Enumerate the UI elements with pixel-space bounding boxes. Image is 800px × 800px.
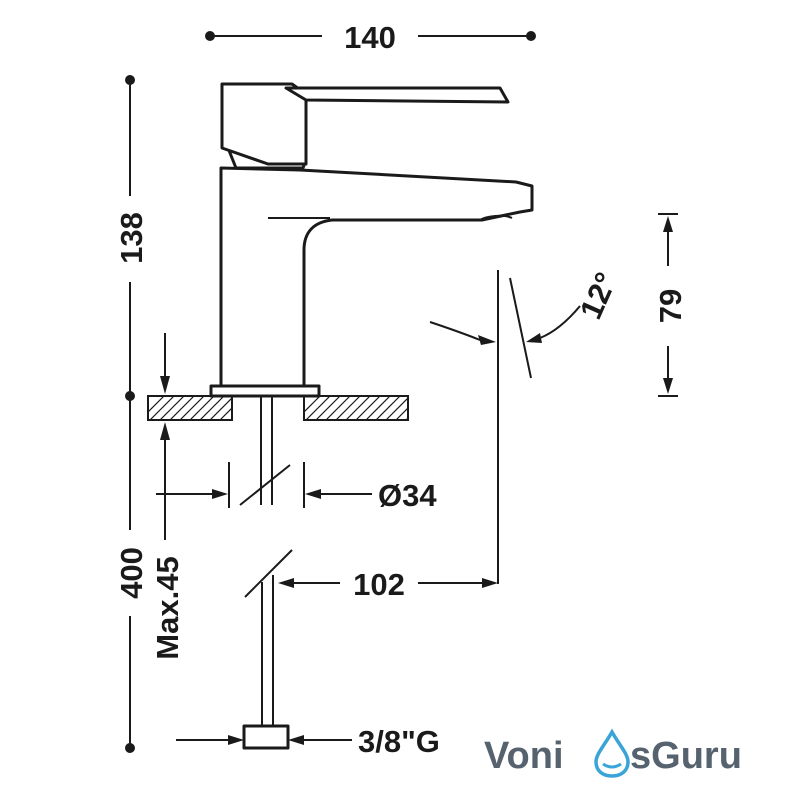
dimension-140-label: 140: [344, 20, 396, 55]
dimension-d34: Ø34: [156, 462, 437, 513]
tail-pipe: [239, 396, 293, 750]
angle-12: 12°: [429, 267, 624, 584]
dimension-79: 79: [653, 213, 688, 397]
dimension-400-label: 400: [114, 547, 149, 599]
dimension-max45-label: Max.45: [150, 556, 185, 659]
dimension-138-label: 138: [114, 212, 149, 264]
dimension-140: 140: [205, 20, 536, 55]
counter-top: [147, 395, 409, 421]
dimension-102-label: 102: [353, 567, 405, 602]
connector-nut: [242, 724, 290, 750]
dimension-max45: Max.45: [150, 333, 185, 660]
dimension-d34-label: Ø34: [378, 478, 437, 513]
dimension-79-label: 79: [653, 289, 688, 323]
faucet-body: [209, 82, 534, 398]
brand-logo: Voni sGuru: [484, 728, 742, 778]
dimension-connection: 3/8"G: [176, 724, 440, 759]
brand-text-part1: Voni: [484, 735, 564, 777]
dimension-138: 138: [114, 75, 149, 401]
dimension-400: 400: [114, 396, 149, 753]
dimension-connection-label: 3/8"G: [358, 724, 440, 759]
brand-text-part2: sGuru: [630, 735, 742, 777]
dimension-102: 102: [278, 567, 498, 602]
angle-12-label: 12°: [573, 267, 624, 324]
water-drop-icon: [594, 728, 630, 778]
